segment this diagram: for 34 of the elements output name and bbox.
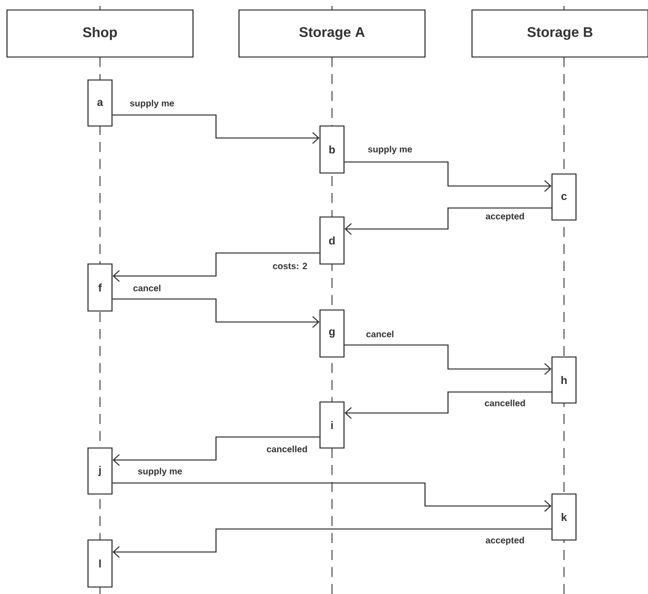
participant-box: Shop [6,9,194,58]
activation-box: b [319,125,345,174]
edge-label: cancelled [266,446,307,452]
edge-label: cancelled [484,400,525,406]
message-arrow [344,344,552,375]
message-arrow [112,114,320,144]
edge-label: costs: 2 [272,262,308,270]
edge-label: cancel [366,330,394,338]
message-arrow [112,298,320,328]
edge-label: supply me [138,468,182,476]
edge-label: accepted [486,536,524,546]
participant-box: Storage A [238,9,426,58]
message-arrow [112,528,552,558]
message-arrow [344,161,552,192]
participant-box: Storage B [471,9,648,58]
message-arrow [344,207,552,235]
message-arrow [344,391,552,419]
activation-box: l [87,539,113,588]
activation-box: k [551,493,577,541]
edge-label: supply me [130,100,174,108]
activation-box: j [87,447,113,495]
activation-box: i [319,401,345,449]
activation-box: d [319,216,345,265]
message-arrow [112,252,320,282]
activation-box: g [319,309,345,358]
activation-box: c [551,173,577,221]
message-arrow [112,482,552,512]
edge-label: accepted [486,212,524,222]
activation-box: f [87,263,113,312]
edge-label: cancel [133,284,160,292]
activation-box: a [87,79,113,127]
activation-box: h [551,356,577,404]
edge-label: supply me [368,146,412,154]
message-arrow [112,436,320,466]
